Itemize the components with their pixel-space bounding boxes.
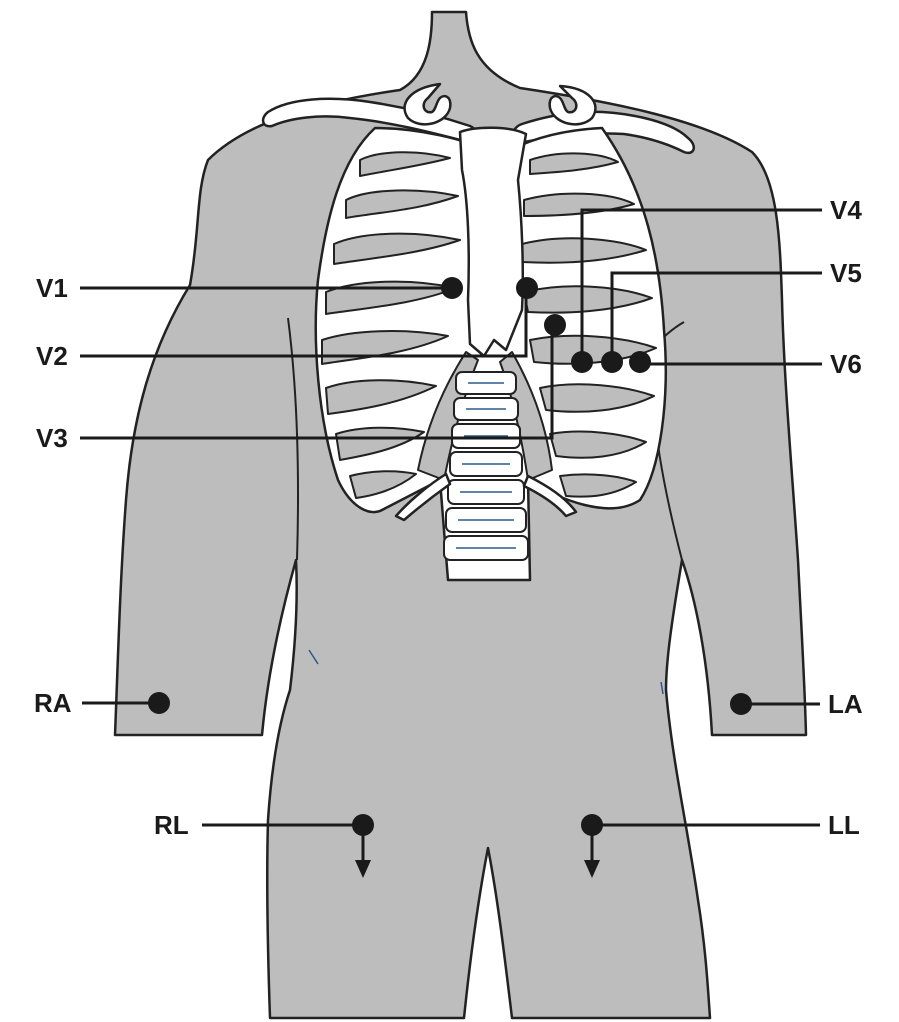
rib-cage bbox=[314, 126, 667, 582]
electrode-rl[interactable] bbox=[352, 814, 374, 836]
right-coracoid bbox=[403, 82, 452, 126]
leg-arrowheads bbox=[355, 860, 600, 878]
v4-wire bbox=[580, 208, 822, 362]
floating-rib-left bbox=[522, 474, 578, 518]
label-ll: LL bbox=[828, 810, 860, 840]
spine bbox=[443, 371, 529, 561]
rib-gaps-right bbox=[321, 151, 461, 499]
rl-arrowhead bbox=[355, 860, 371, 878]
label-v3: V3 bbox=[36, 423, 68, 453]
label-rl: RL bbox=[154, 810, 189, 840]
lead-wires bbox=[80, 208, 822, 866]
electrode-v3[interactable] bbox=[544, 314, 566, 336]
rib-gaps-left bbox=[521, 152, 657, 498]
lead-labels: V1 V2 V3 V4 V5 V6 RA LA RL LL bbox=[34, 195, 863, 840]
electrodes bbox=[148, 277, 752, 836]
electrode-v6[interactable] bbox=[629, 351, 651, 373]
label-ra: RA bbox=[34, 688, 72, 718]
label-v5: V5 bbox=[830, 258, 862, 288]
electrode-v4[interactable] bbox=[571, 351, 593, 373]
left-armpit-crease bbox=[287, 317, 299, 561]
v3-wire bbox=[80, 326, 554, 440]
label-v2: V2 bbox=[36, 341, 68, 371]
vertebra-accents bbox=[456, 382, 516, 549]
waist-mark-left bbox=[308, 649, 319, 665]
v5-wire bbox=[610, 271, 822, 362]
label-v1: V1 bbox=[36, 273, 68, 303]
label-la: LA bbox=[828, 689, 863, 719]
floating-rib-right bbox=[394, 472, 452, 522]
electrode-la[interactable] bbox=[730, 693, 752, 715]
electrode-v1[interactable] bbox=[441, 277, 463, 299]
electrode-ra[interactable] bbox=[148, 692, 170, 714]
ll-arrowhead bbox=[584, 860, 600, 878]
waist-mark-right bbox=[660, 681, 664, 695]
left-coracoid bbox=[548, 84, 597, 126]
sternum bbox=[458, 126, 528, 358]
label-v4: V4 bbox=[830, 195, 862, 225]
v2-wire bbox=[80, 289, 528, 358]
electrode-v2[interactable] bbox=[516, 277, 538, 299]
label-v6: V6 bbox=[830, 349, 862, 379]
electrode-ll[interactable] bbox=[581, 814, 603, 836]
electrode-v5[interactable] bbox=[601, 351, 623, 373]
